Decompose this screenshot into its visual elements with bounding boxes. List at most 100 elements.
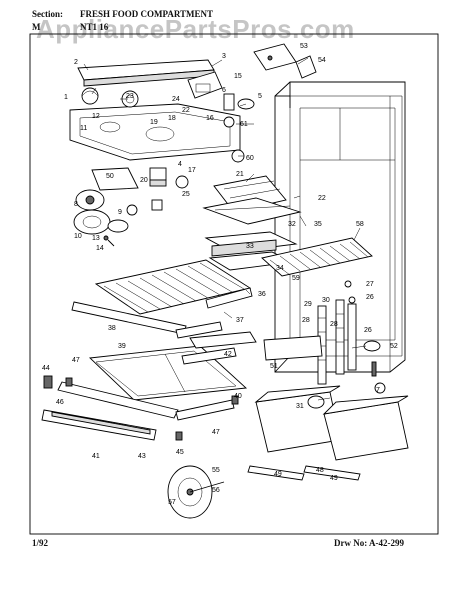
wire-shelf-right	[261, 237, 373, 277]
light-socket	[223, 93, 235, 128]
shelf-clip	[344, 280, 356, 304]
callout-39: 39	[118, 343, 126, 350]
callout-22-a: 22	[182, 107, 190, 114]
callout-12: 12	[92, 113, 100, 120]
callout-36: 36	[258, 291, 266, 298]
callout-49-b: 49	[330, 475, 338, 482]
callout-20: 20	[140, 177, 148, 184]
callout-26-a: 26	[366, 294, 374, 301]
callout-44: 44	[42, 365, 50, 372]
callout-28-a: 28	[302, 317, 310, 324]
hinge-cover	[295, 55, 317, 79]
callout-15: 15	[234, 73, 242, 80]
callout-51: 51	[270, 363, 278, 370]
callout-56: 56	[212, 487, 220, 494]
callout-48: 48	[316, 467, 324, 474]
light-shield	[263, 335, 323, 361]
fan-motor	[73, 209, 111, 235]
callout-38: 38	[108, 325, 116, 332]
crisper-cover-frame	[57, 347, 237, 421]
callout-17: 17	[188, 167, 196, 174]
callout-40: 40	[234, 393, 242, 400]
roller-wheel	[167, 465, 225, 519]
callout-22-b: 22	[318, 195, 326, 202]
drawing-number: Drw No: A-42-299	[334, 538, 404, 548]
callout-6: 6	[222, 87, 226, 94]
callout-16: 16	[206, 115, 214, 122]
callout-8: 8	[74, 201, 78, 208]
callout-23: 23	[126, 93, 134, 100]
callout-28-b: 28	[330, 321, 338, 328]
callout-leaders	[83, 57, 367, 401]
callout-1: 1	[64, 94, 68, 101]
callout-50: 50	[106, 173, 114, 180]
callout-35: 35	[314, 221, 322, 228]
watermark: AppliancePartsPros.com	[36, 14, 355, 44]
callout-24: 24	[172, 96, 180, 103]
callout-14: 14	[96, 245, 104, 252]
callout-43: 43	[138, 453, 146, 460]
top-cover-strip	[77, 59, 215, 87]
fan-blade	[75, 189, 105, 211]
rail-left	[41, 409, 157, 441]
callout-42: 42	[224, 351, 232, 358]
callout-4: 4	[178, 161, 182, 168]
section-label: Section:	[32, 9, 63, 19]
callout-60: 60	[246, 155, 254, 162]
callout-59: 59	[292, 275, 300, 282]
callout-21: 21	[236, 171, 244, 178]
callout-30: 30	[322, 297, 330, 304]
top-bracket	[253, 43, 297, 71]
callout-45: 45	[176, 449, 184, 456]
side-clip	[43, 375, 239, 441]
crisper-drawer-right	[322, 395, 409, 461]
callout-46: 46	[56, 399, 64, 406]
callout-31: 31	[296, 403, 304, 410]
shelf-trim	[71, 287, 253, 339]
callout-19: 19	[150, 119, 158, 126]
crisper-cover-support	[189, 331, 257, 349]
callout-29: 29	[304, 301, 312, 308]
callout-57: 57	[168, 499, 176, 506]
shelf-support-rails	[317, 299, 357, 385]
callout-7: 7	[376, 387, 380, 394]
callout-52: 52	[390, 343, 398, 350]
callout-27: 27	[366, 281, 374, 288]
callout-53: 53	[300, 43, 308, 50]
leveling-leg	[363, 340, 386, 394]
callout-55: 55	[212, 467, 220, 474]
callout-58: 58	[356, 221, 364, 228]
callout-47-a: 47	[72, 357, 80, 364]
callout-25: 25	[182, 191, 190, 198]
callout-33: 33	[246, 243, 254, 250]
drawer-handle-strip	[247, 465, 361, 481]
motor-mount	[107, 199, 163, 233]
light-housing	[187, 71, 223, 99]
screw	[103, 235, 115, 247]
callout-41: 41	[92, 453, 100, 460]
callout-47-b: 47	[212, 429, 220, 436]
callout-labels: 1 2 3 4 5 6 7 8 9 10 11 12 13 14 15 16 1…	[42, 43, 398, 506]
callout-49-a: 49	[274, 471, 282, 478]
callout-9: 9	[118, 209, 122, 216]
callout-10: 10	[74, 233, 82, 240]
crisper-drawer-left	[254, 385, 341, 453]
callout-54: 54	[318, 57, 326, 64]
callout-32: 32	[288, 221, 296, 228]
callout-18: 18	[168, 115, 176, 122]
callout-26-b: 26	[364, 327, 372, 334]
callout-2: 2	[74, 59, 78, 66]
upper-small-shelf	[202, 175, 302, 225]
callout-13: 13	[92, 235, 100, 242]
model-number: NT1 16	[80, 22, 109, 32]
callout-37: 37	[236, 317, 244, 324]
model-label: M	[32, 22, 41, 32]
diagram-frame	[29, 33, 439, 535]
revision-date: 1/92	[32, 538, 49, 548]
callout-11: 11	[80, 125, 87, 132]
callout-5: 5	[258, 93, 262, 100]
callout-34: 34	[276, 265, 284, 272]
callout-61: 61	[240, 121, 248, 128]
fan-motor-bracket	[91, 167, 189, 191]
